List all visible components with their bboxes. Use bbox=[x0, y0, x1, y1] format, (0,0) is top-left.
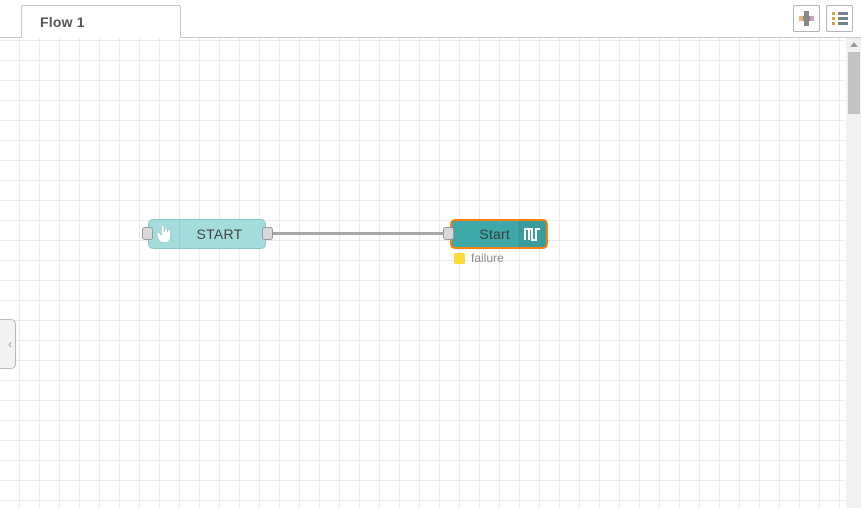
hand-pointer-icon bbox=[149, 220, 180, 248]
status-label: failure bbox=[471, 251, 504, 265]
palette-expand-button[interactable]: ‹ bbox=[0, 319, 16, 369]
flow-node-function-input-port[interactable] bbox=[443, 227, 454, 240]
flow-tab-label: Flow 1 bbox=[40, 14, 85, 30]
status-dot-icon bbox=[454, 252, 465, 264]
flow-tab-bar: Flow 1 bbox=[0, 0, 181, 39]
chevron-left-icon: ‹ bbox=[8, 337, 12, 351]
canvas-vertical-scrollbar[interactable] bbox=[845, 38, 861, 508]
flow-node-inject-label: START bbox=[196, 226, 243, 242]
flow-node-inject[interactable]: START bbox=[148, 219, 266, 249]
list-icon bbox=[831, 12, 848, 25]
scrollbar-thumb[interactable] bbox=[848, 52, 860, 114]
header-button-group bbox=[793, 5, 853, 32]
flow-node-inject-input-port[interactable] bbox=[142, 227, 153, 240]
flow-tab-flow-1[interactable]: Flow 1 bbox=[21, 5, 181, 39]
plus-icon bbox=[799, 11, 814, 26]
flow-canvas[interactable]: START Start failure ‹ bbox=[0, 38, 845, 508]
pulse-wave-icon bbox=[518, 221, 546, 247]
flow-list-button[interactable] bbox=[826, 5, 853, 32]
scroll-up-arrow-icon[interactable] bbox=[849, 42, 858, 47]
flow-node-function-label: Start bbox=[479, 226, 510, 242]
flow-node-inject-output-port[interactable] bbox=[262, 227, 273, 240]
editor-header: Flow 1 bbox=[0, 0, 861, 39]
flow-node-function[interactable]: Start bbox=[450, 219, 548, 249]
canvas-grid bbox=[0, 38, 845, 508]
flow-node-function-status: failure bbox=[454, 251, 504, 265]
flow-link-inject-to-function[interactable] bbox=[269, 232, 446, 235]
add-flow-button[interactable] bbox=[793, 5, 820, 32]
tab-bar-spacer bbox=[0, 0, 21, 38]
